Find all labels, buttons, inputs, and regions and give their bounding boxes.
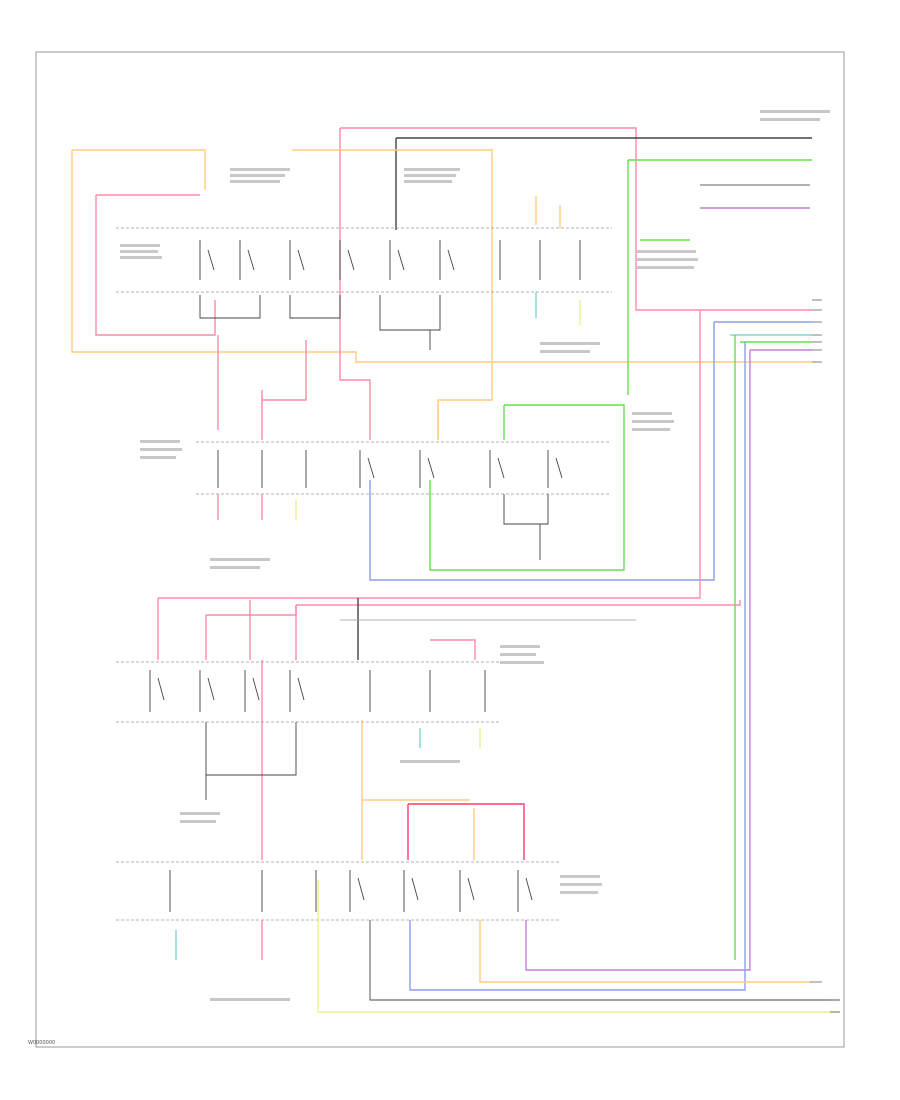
wire-pink-lower-top <box>158 310 701 599</box>
wire-violet-return <box>525 350 751 971</box>
wire-blue-loop <box>369 322 715 581</box>
wire-orange-top <box>71 150 812 363</box>
wire-yellow-lower2 <box>317 880 840 1013</box>
wire-orange-top2 <box>72 149 206 190</box>
label-marks <box>120 110 830 1001</box>
lower-section-2 <box>116 335 840 1013</box>
wire-pink-top-down <box>339 128 371 440</box>
wire-pink-box <box>407 803 525 860</box>
wire-pink-left <box>95 195 216 336</box>
wire-pink-lower-drop2 <box>205 605 297 660</box>
wire-pink-mid-drop <box>217 494 263 520</box>
connector-right <box>810 299 840 1013</box>
wire-orange-drop <box>535 196 561 228</box>
wire-blue-return <box>409 342 746 991</box>
wire-pink-lower-bar <box>296 600 741 606</box>
wire-pink-lower-right <box>430 639 476 660</box>
wire-pink-top <box>340 127 812 311</box>
wire-orange-return <box>479 920 810 983</box>
diagram-code: W0000000 <box>28 1040 56 1046</box>
middle-section <box>196 322 715 581</box>
diagram-border <box>35 51 845 1048</box>
wire-green-loop <box>429 404 625 571</box>
upper-section <box>71 127 812 440</box>
wire-pink-middle-b <box>261 340 307 401</box>
lower-section-1 <box>116 310 741 860</box>
wire-orange-center <box>292 149 493 440</box>
